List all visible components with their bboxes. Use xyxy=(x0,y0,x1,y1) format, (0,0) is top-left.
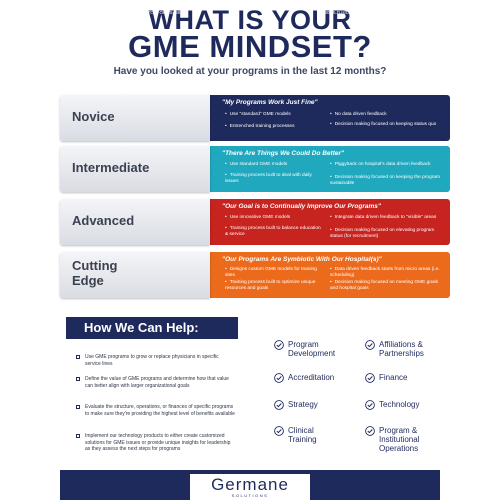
help-item-text: Define the value of GME programs and det… xyxy=(85,376,229,389)
level-bullet: No data driven feedback xyxy=(330,112,445,118)
help-heading: How We Can Help: xyxy=(66,317,238,339)
level-bullet: Entrenched training processes xyxy=(225,124,325,130)
help-item-text: Evaluate the structure, operations, or f… xyxy=(85,404,235,417)
level-quote: "There Are Things We Could Do Better" xyxy=(222,150,345,157)
level-bullet: Decision making focused on keeping the p… xyxy=(330,175,445,186)
footer-dayton: DAYTON HEADQUARTERS 10552 SUCCESS LN, SU… xyxy=(64,3,189,21)
level-quote: "Our Goal is to Continually Improve Our … xyxy=(222,203,381,210)
level-bullet: Integrate data driven feedback to "visib… xyxy=(330,215,445,221)
check-circle-icon xyxy=(274,400,284,410)
footer-nashville: NASHVILLE 1860 OLD HICKORY BLVD | OLD HI… xyxy=(312,3,438,21)
check-circle-icon xyxy=(365,426,375,436)
level-name: Cutting Edge xyxy=(72,258,117,288)
checkbox-icon xyxy=(76,355,80,359)
level-name-line-2: Edge xyxy=(72,273,104,288)
page-subtitle: Have you looked at your programs in the … xyxy=(113,66,387,77)
level-label-panel xyxy=(60,252,210,298)
level-bullet: Training process built to deal with dail… xyxy=(225,173,325,184)
footer-right-heading: NASHVILLE xyxy=(360,3,390,9)
level-bullet: Use "standard" GME models xyxy=(225,112,325,118)
level-bullet: Use standard GME models xyxy=(225,162,325,168)
level-cutting-edge: Cutting Edge "Our Programs Are Symbiotic… xyxy=(60,252,450,298)
level-bullet: Decision making focused on elevating pro… xyxy=(330,228,445,239)
page-title-line-1: WHAT IS YOUR xyxy=(148,5,352,35)
help-item-text: Use GME programs to grow or replace phys… xyxy=(85,354,219,367)
level-label-panel xyxy=(60,146,210,192)
checkbox-icon xyxy=(76,377,80,381)
check-circle-icon xyxy=(365,400,375,410)
level-novice: Novice "My Programs Work Just Fine" Use … xyxy=(60,95,450,141)
level-quote: "Our Programs Are Symbiotic With Our Hos… xyxy=(222,256,382,263)
level-bullet: Piggyback on hospital's data driven feed… xyxy=(330,162,445,168)
check-circle-icon xyxy=(274,426,284,436)
footer-left-phone: 937.885.5827 xyxy=(112,15,141,20)
level-advanced: Advanced "Our Goal is to Continually Imp… xyxy=(60,199,450,245)
service-label: Program & Institutional Operations xyxy=(379,426,420,453)
service-label: Finance xyxy=(379,373,408,382)
checkbox-icon xyxy=(76,434,80,438)
service-label: Clinical Training xyxy=(288,426,317,444)
level-bullet: Data driven feedback starts from micro a… xyxy=(330,267,445,278)
level-name-line-1: Cutting xyxy=(72,258,118,273)
level-name: Intermediate xyxy=(72,160,150,175)
level-name: Novice xyxy=(72,109,115,124)
level-bullet: Designs custom GME models for training s… xyxy=(225,267,325,278)
footer-left-address: 10552 SUCCESS LN, SUITE A | DAYTON, OH 4… xyxy=(72,9,181,15)
level-label-panel xyxy=(60,95,210,141)
footer-right-phone: 615.541.7865 xyxy=(361,15,389,20)
page-title-line-2: GME MINDSET? xyxy=(128,29,372,64)
level-bullet: Training process built to balance educat… xyxy=(225,226,325,237)
help-item-text: Implement our technology products to eit… xyxy=(85,433,231,452)
level-bullet: Decision making focused on meeting GME g… xyxy=(330,280,445,291)
footer-left-heading: DAYTON HEADQUARTERS xyxy=(94,3,159,9)
check-circle-icon xyxy=(274,373,284,383)
level-bullet: Decision making focused on keeping statu… xyxy=(330,122,445,128)
check-circle-icon xyxy=(365,340,375,350)
level-name: Advanced xyxy=(72,213,135,228)
service-label: Strategy xyxy=(288,400,318,409)
level-intermediate: Intermediate "There Are Things We Could … xyxy=(60,146,450,192)
check-circle-icon xyxy=(365,373,375,383)
logo-wordmark: Germane xyxy=(211,475,289,494)
level-bullet: Training process built to optimize uniqu… xyxy=(225,280,325,291)
service-label: Affiliations & Partnerships xyxy=(379,340,424,358)
level-quote: "My Programs Work Just Fine" xyxy=(222,99,318,106)
service-label: Program Development xyxy=(288,340,336,358)
footer-right-address: 1860 OLD HICKORY BLVD | OLD HICKORY, TN … xyxy=(319,9,431,15)
checkbox-icon xyxy=(76,405,80,409)
service-label: Technology xyxy=(379,400,420,409)
level-label-panel xyxy=(60,199,210,245)
logo: Germane SOLUTIONS xyxy=(190,474,310,500)
service-label: Accreditation xyxy=(288,373,335,382)
level-band xyxy=(210,95,450,141)
level-bullet: Use innovative GME models xyxy=(225,215,325,221)
check-circle-icon xyxy=(274,340,284,350)
logo-subtitle: SOLUTIONS xyxy=(231,493,269,498)
